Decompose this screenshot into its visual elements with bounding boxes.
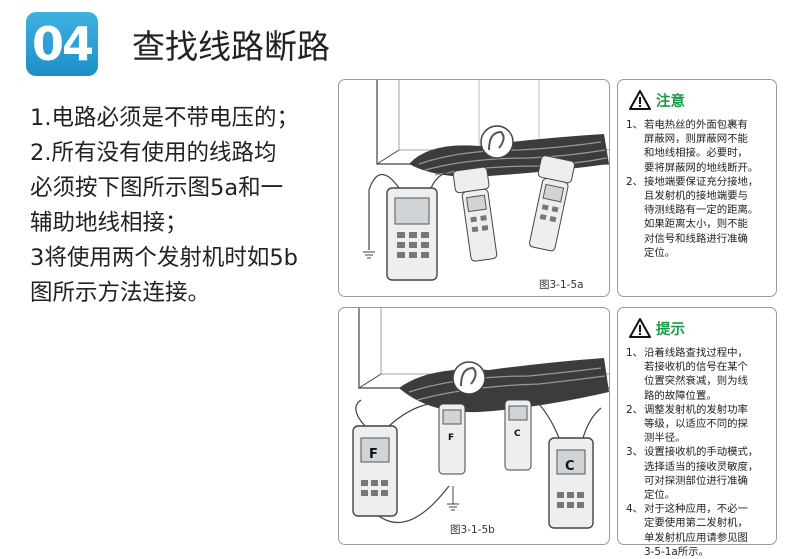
item-text: 接地端要保证充分接地，且发射机的接地端要与待测线路有一定的距离。如果距离太小，则… (644, 175, 759, 259)
item-number: 2、 (626, 403, 644, 416)
list-item: 1、 沿着线路查找过程中，若接收机的信号在某个位置突然衰减，则为线路的故障位置。 (626, 346, 770, 403)
receiver-label-2: C (514, 429, 521, 439)
figure-illustration-a (363, 80, 609, 281)
transmitter-label-left: F (369, 447, 378, 462)
list-item: 3、 设置接收机的手动模式，选择适当的接收灵敏度，可对探测部位进行准确定位。 (626, 445, 770, 502)
page-title: 查找线路断路 (132, 27, 330, 66)
transmitter-label-right: C (565, 459, 575, 474)
item-number: 2、 (626, 175, 644, 188)
figure-3-1-5b: F C F C 图3-1-5b (338, 307, 610, 545)
tips-list: 1、 沿着线路查找过程中，若接收机的信号在某个位置突然衰减，则为线路的故障位置。… (626, 346, 770, 559)
list-item: 1、 若电热丝的外面包裹有屏蔽网，则屏蔽网不能和地线相接。必要时，要将屏蔽网的地… (626, 118, 770, 175)
item-text: 若电热丝的外面包裹有屏蔽网，则屏蔽网不能和地线相接。必要时，要将屏蔽网的地线断开… (644, 119, 759, 174)
caution-box: 注意 1、 若电热丝的外面包裹有屏蔽网，则屏蔽网不能和地线相接。必要时，要将屏蔽… (617, 79, 777, 297)
item-number: 3、 (626, 446, 644, 459)
warning-triangle-icon (629, 90, 651, 110)
tips-box: 提示 1、 沿着线路查找过程中，若接收机的信号在某个位置突然衰减，则为线路的故障… (617, 307, 777, 558)
item-text: 调整发射机的发射功率等级，以适应不同的探测半径。 (644, 403, 748, 445)
instruction-line: 2.所有没有使用的线路均 (30, 140, 277, 166)
caution-title: 注意 (656, 93, 685, 110)
instruction-line: 1.电路必须是不带电压的； (30, 105, 299, 131)
instructions-text: 1.电路必须是不带电压的； 2.所有没有使用的线路均 必须按下图所示图5a和一 … (30, 101, 330, 311)
tips-header: 提示 (628, 316, 685, 340)
section-number-badge: 04 (26, 12, 98, 76)
figure-caption: 图3-1-5b (450, 524, 495, 536)
instruction-line: 3将使用两个发射机时如5b (30, 245, 298, 271)
list-item: 2、 接地端要保证充分接地，且发射机的接地端要与待测线路有一定的距离。如果距离太… (626, 175, 770, 260)
receiver-label-1: F (448, 433, 454, 443)
tips-title: 提示 (656, 321, 685, 338)
item-number: 1、 (626, 119, 644, 131)
item-number: 1、 (626, 347, 644, 359)
warning-triangle-icon (629, 318, 651, 338)
caution-list: 1、 若电热丝的外面包裹有屏蔽网，则屏蔽网不能和地线相接。必要时，要将屏蔽网的地… (626, 118, 770, 260)
instruction-line: 图所示方法连接。 (30, 280, 211, 306)
item-number: 4、 (626, 503, 644, 516)
figure-illustration-b: F C F C (352, 308, 609, 529)
instruction-line: 必须按下图所示图5a和一 (30, 175, 284, 201)
caution-header: 注意 (628, 88, 685, 112)
item-text: 设置接收机的手动模式，选择适当的接收灵敏度，可对探测部位进行准确定位。 (644, 446, 759, 502)
list-item: 2、 调整发射机的发射功率等级，以适应不同的探测半径。 (626, 403, 770, 446)
item-text: 沿着线路查找过程中，若接收机的信号在某个位置突然衰减，则为线路的故障位置。 (644, 347, 748, 402)
instruction-line: 辅助地线相接； (30, 210, 188, 236)
figure-caption: 图3-1-5a (539, 279, 584, 291)
figure-3-1-5a: 图3-1-5a (338, 79, 610, 297)
